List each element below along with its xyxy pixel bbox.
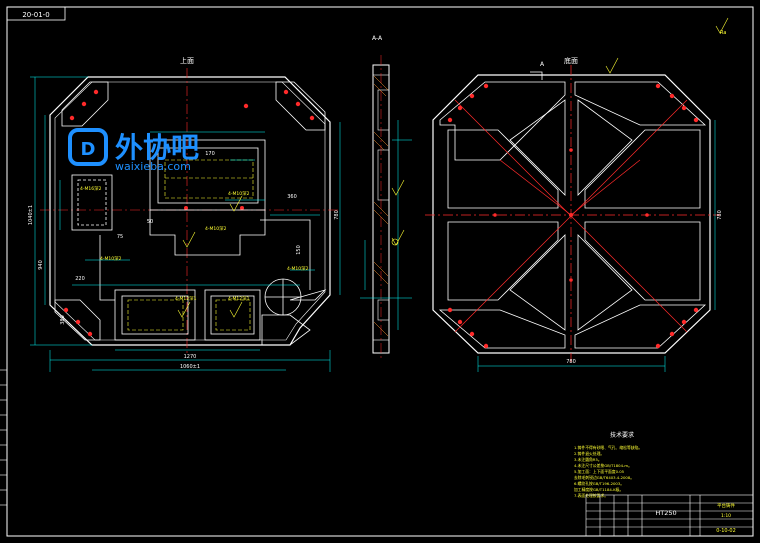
- note-line: 3.未注圆角R5。: [574, 457, 602, 462]
- dim-height-overall: 1040±1: [28, 205, 34, 225]
- svg-text:4-M10深2: 4-M10深2: [100, 255, 122, 262]
- material-text: HT250: [655, 509, 676, 517]
- dim-width-overall: 1060±1: [180, 364, 200, 370]
- note-line: 6.螺纹孔按GB/T196-2003。: [574, 481, 624, 486]
- sheet-border: [6, 6, 754, 537]
- dim-360: 360: [287, 194, 297, 200]
- top-centerlines: [40, 68, 340, 355]
- dim-940: 940: [38, 260, 44, 270]
- note-line: 4.未注尺寸公差按GB/T1804-m。: [574, 463, 632, 468]
- section-details: [373, 74, 390, 341]
- section-arrow-top: [530, 71, 543, 80]
- section-dimensions: [360, 120, 412, 330]
- top-arc-detail: [261, 278, 311, 346]
- watermark-icon: [68, 128, 108, 166]
- top-corner-pads: [54, 81, 327, 341]
- bottom-roughness: [605, 17, 729, 74]
- watermark-logo: D 外协吧 waixieba.com: [68, 128, 199, 173]
- svg-text:4-M16深2: 4-M16深2: [80, 185, 102, 192]
- bottom-dim-width: 780: [566, 359, 576, 365]
- dim-75: 75: [117, 234, 123, 240]
- note-line: 7.表面处理按要求。: [574, 493, 608, 498]
- svg-text:4-M12深1: 4-M12深1: [175, 295, 197, 302]
- technical-notes: 技术要求 1.铸件不得有砂眼、气孔、缩松等缺陷。 2.铸件退火处理。 3.未注圆…: [574, 431, 642, 498]
- top-bolt-holes: [63, 89, 315, 337]
- scale-text: 1:10: [721, 513, 731, 519]
- top-view: 上面: [28, 56, 341, 372]
- watermark-brand: 外协吧: [115, 131, 199, 164]
- top-roughness-marks: [177, 195, 243, 318]
- dim-50: 50: [147, 219, 153, 225]
- section-view: A-A: [360, 35, 412, 360]
- left-margin-ticks: [0, 369, 7, 506]
- bottom-dimensions: [477, 120, 716, 372]
- note-line: 加工精度按GB/T1184-K级。: [574, 487, 623, 492]
- bottom-bolt-holes: [447, 83, 699, 349]
- section-datum-circle: [391, 238, 399, 246]
- drawing-number: 0-10-02: [716, 528, 736, 534]
- dim-780: 780: [334, 210, 340, 220]
- top-outline: [49, 76, 331, 346]
- top-view-title: 上面: [180, 56, 194, 65]
- bottom-view-title: 底面: [564, 56, 578, 65]
- section-title: A-A: [372, 35, 383, 42]
- dim-1270: 1270: [184, 354, 197, 360]
- bottom-outline: [432, 74, 711, 354]
- note-line: 1.铸件不得有砂眼、气孔、缩松等缺陷。: [574, 445, 642, 450]
- bottom-view: 底面 A: [425, 17, 729, 372]
- bottom-ribs: [438, 81, 707, 349]
- bottom-centerlines: [425, 65, 720, 362]
- svg-text:4-M10深2: 4-M10深2: [228, 190, 250, 197]
- code-box: [6, 6, 66, 21]
- watermark-icon-glyph: D: [81, 139, 96, 160]
- dim-380: 380: [60, 315, 66, 325]
- note-line: 去除毛刺锐边GB/T6403.4-2008。: [574, 475, 634, 480]
- svg-text:4-M10深2: 4-M10深2: [205, 225, 227, 232]
- top-pockets: [71, 139, 311, 341]
- top-dimension-lines: [30, 76, 341, 372]
- roughness-note: Ra: [720, 30, 726, 36]
- svg-text:4-M12深1: 4-M12深1: [228, 295, 250, 302]
- note-line: 5.加工面：上下面平面度0.05: [574, 469, 625, 474]
- title-block: [585, 494, 754, 537]
- dim-170: 170: [205, 151, 215, 157]
- code-box-text: 20-01-0: [22, 11, 49, 19]
- notes-title: 技术要求: [610, 431, 634, 439]
- dim-220: 220: [75, 276, 85, 282]
- part-name: 平台铸件: [717, 502, 735, 509]
- top-labels: 4-M16深2 4-M10深2 4-M12深1 4-M12深1 4-M10深2 …: [80, 185, 309, 302]
- note-line: 2.铸件退火处理。: [574, 451, 604, 456]
- dim-150: 150: [296, 245, 302, 255]
- section-marker-a: A: [540, 61, 545, 68]
- bottom-dim-height: 780: [717, 210, 723, 220]
- watermark-url: waixieba.com: [115, 160, 191, 173]
- top-dimension-texts: 1270 1060±1 1040±1 940 780 360 170 220 7…: [28, 151, 340, 370]
- top-hidden-lines: [127, 159, 254, 331]
- svg-text:4-M10深2: 4-M10深2: [287, 265, 309, 272]
